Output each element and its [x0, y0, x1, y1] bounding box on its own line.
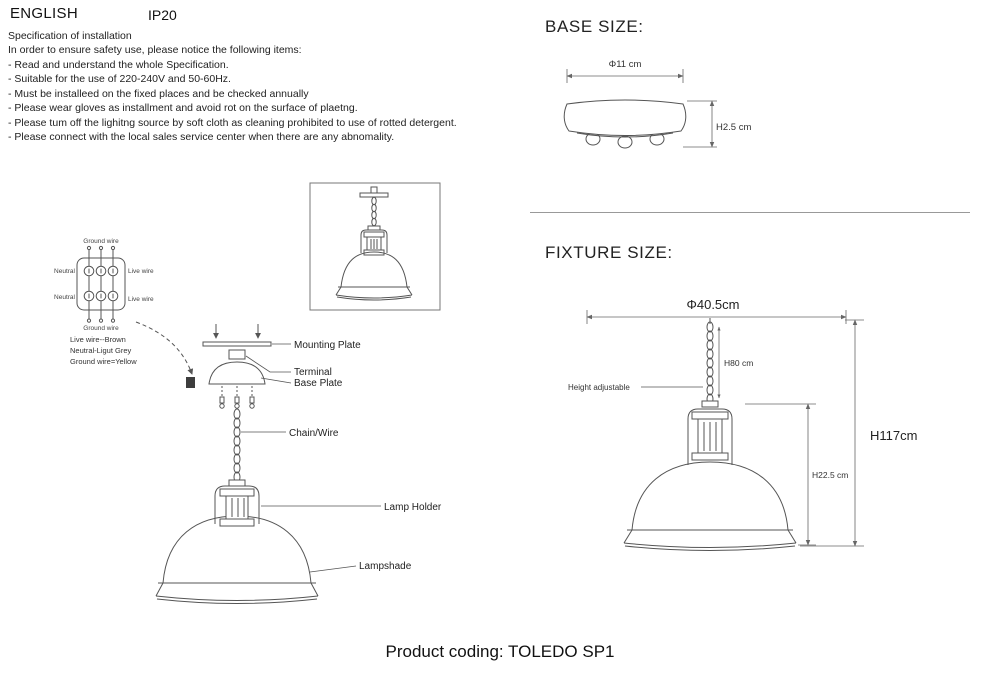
lampshade-label: Lampshade	[359, 561, 412, 572]
wiring-neutral-label-2: Neutral	[54, 294, 76, 301]
wiring-ground-bottom-label: Ground wire	[83, 325, 119, 332]
spec-instruction-3: - Must be installeed on the fixed places…	[8, 87, 309, 100]
terminal-drawing	[228, 349, 246, 360]
fixture-size-drawing: Φ40.5cm H80 cm Height adjustable	[568, 297, 917, 551]
wiring-top-pigtails	[86, 245, 116, 258]
wiring-to-lamp-arrow	[135, 321, 194, 375]
base-height-label: H2.5 cm	[716, 122, 751, 133]
wiring-ground-top-label: Ground wire	[83, 238, 119, 245]
lampshade-drawing	[155, 515, 319, 604]
wiring-live-label-1: Live wire	[128, 268, 154, 275]
height-adjustable-label: Height adjustable	[568, 383, 630, 392]
part-labels: Mounting Plate Terminal Base Plate Chain…	[241, 340, 442, 573]
wiring-neutral-label-1: Neutral	[54, 268, 76, 275]
language-label: ENGLISH	[10, 5, 78, 22]
fixture-holder-drawing	[687, 400, 733, 465]
pendant-lamp-drawing	[155, 324, 319, 604]
spec-instruction-6: - Please connect with the local sales se…	[8, 131, 395, 144]
wiring-legend-live: Live wire--Brown	[70, 335, 126, 344]
fixture-lampshade-drawing	[623, 461, 797, 551]
mounting-plate-label: Mounting Plate	[294, 340, 361, 351]
spec-instruction-5: - Please tum off the lighitng source by …	[8, 116, 457, 129]
section-divider	[530, 212, 970, 213]
spec-instruction-2: - Suitable for the use of 220-240V and 5…	[8, 73, 231, 86]
body-height-label: H22.5 cm	[812, 470, 848, 480]
installation-diagram: Ground wire Neutral Live wire Neutral Li…	[54, 182, 442, 604]
spec-intro: In order to ensure safety use, please no…	[8, 44, 302, 56]
lamp-holder-label: Lamp Holder	[384, 502, 442, 513]
spec-instruction-1: - Read and understand the whole Specific…	[8, 59, 229, 71]
base-plate-drawing	[208, 361, 266, 385]
product-coding: Product coding: TOLEDO SP1	[385, 642, 615, 661]
wiring-legend-ground: Ground wire=Yellow	[70, 357, 137, 366]
chain-height-label: H80 cm	[724, 358, 753, 368]
terminal-screw-slots	[86, 268, 116, 323]
lampshade-leader	[309, 565, 357, 573]
lamp-holder-drawing	[214, 479, 260, 527]
fixture-diameter-label: Φ40.5cm	[686, 297, 739, 312]
wiring-diagram: Ground wire Neutral Live wire Neutral Li…	[54, 238, 194, 375]
fixture-size-heading: FIXTURE SIZE:	[545, 243, 673, 262]
chain-wire-label: Chain/Wire	[289, 428, 339, 439]
driver-box	[186, 377, 195, 388]
hanging-screws	[219, 386, 255, 409]
terminal-leader	[245, 355, 291, 373]
base-body	[563, 99, 687, 136]
spec-instruction-4: - Please wear gloves as installment and …	[8, 102, 358, 115]
fixture-chain-drawing	[706, 321, 714, 405]
base-size-diagram: Φ11 cm H2.5 cm	[563, 59, 751, 149]
spec-instructions-list: - Read and understand the whole Specific…	[8, 58, 457, 144]
total-height-label: H117cm	[870, 428, 917, 443]
mounting-plate-drawing	[202, 341, 272, 347]
base-plate-leader	[260, 377, 292, 384]
spec-title: Specification of installation	[8, 30, 132, 42]
boxed-lamp-illustration	[309, 182, 441, 311]
ip-rating-label: IP20	[148, 7, 177, 23]
wiring-legend-neutral: Neutral-Ligut Grey	[70, 346, 132, 355]
base-size-drawing: Φ11 cm H2.5 cm	[563, 59, 751, 149]
terminal-label: Terminal	[294, 367, 332, 378]
wiring-live-label-2: Live wire	[128, 296, 154, 303]
base-size-heading: BASE SIZE:	[545, 17, 644, 36]
fixture-size-diagram: Φ40.5cm H80 cm Height adjustable	[568, 297, 917, 551]
base-plate-label: Base Plate	[294, 378, 343, 389]
chain-drawing	[233, 408, 241, 483]
base-diameter-label: Φ11 cm	[609, 59, 642, 70]
